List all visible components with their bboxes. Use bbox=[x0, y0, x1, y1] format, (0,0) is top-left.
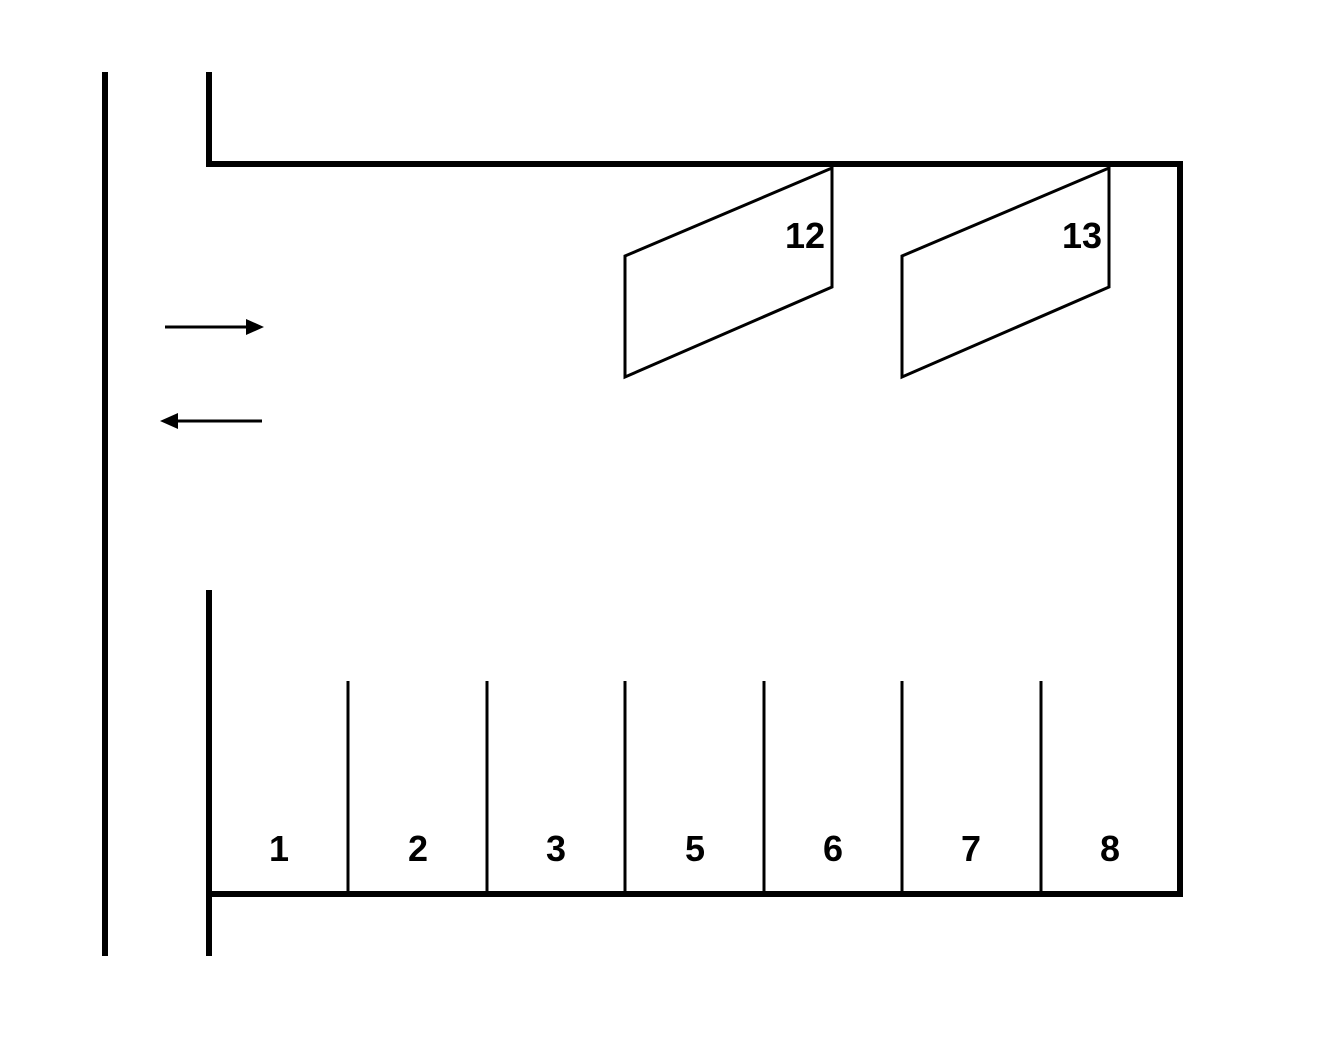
lot-upper-wall bbox=[206, 72, 1183, 897]
space-number-3: 3 bbox=[546, 828, 566, 869]
arrow-left-icon bbox=[160, 413, 262, 429]
arrow-right-icon bbox=[165, 319, 264, 335]
space-number-5: 5 bbox=[685, 828, 705, 869]
space-number-8: 8 bbox=[1100, 828, 1120, 869]
space-number: 12 bbox=[785, 215, 825, 256]
space-number-6: 6 bbox=[823, 828, 843, 869]
space-number-7: 7 bbox=[961, 828, 981, 869]
space-dividers bbox=[346, 681, 1043, 894]
space-number-2: 2 bbox=[408, 828, 428, 869]
slanted-space-13: 13 bbox=[900, 165, 1111, 380]
slanted-space-12: 12 bbox=[623, 165, 834, 380]
space-number-1: 1 bbox=[269, 828, 289, 869]
space-number: 13 bbox=[1062, 215, 1102, 256]
bottom-space-numbers: 1 2 3 5 6 7 8 bbox=[269, 828, 1120, 869]
